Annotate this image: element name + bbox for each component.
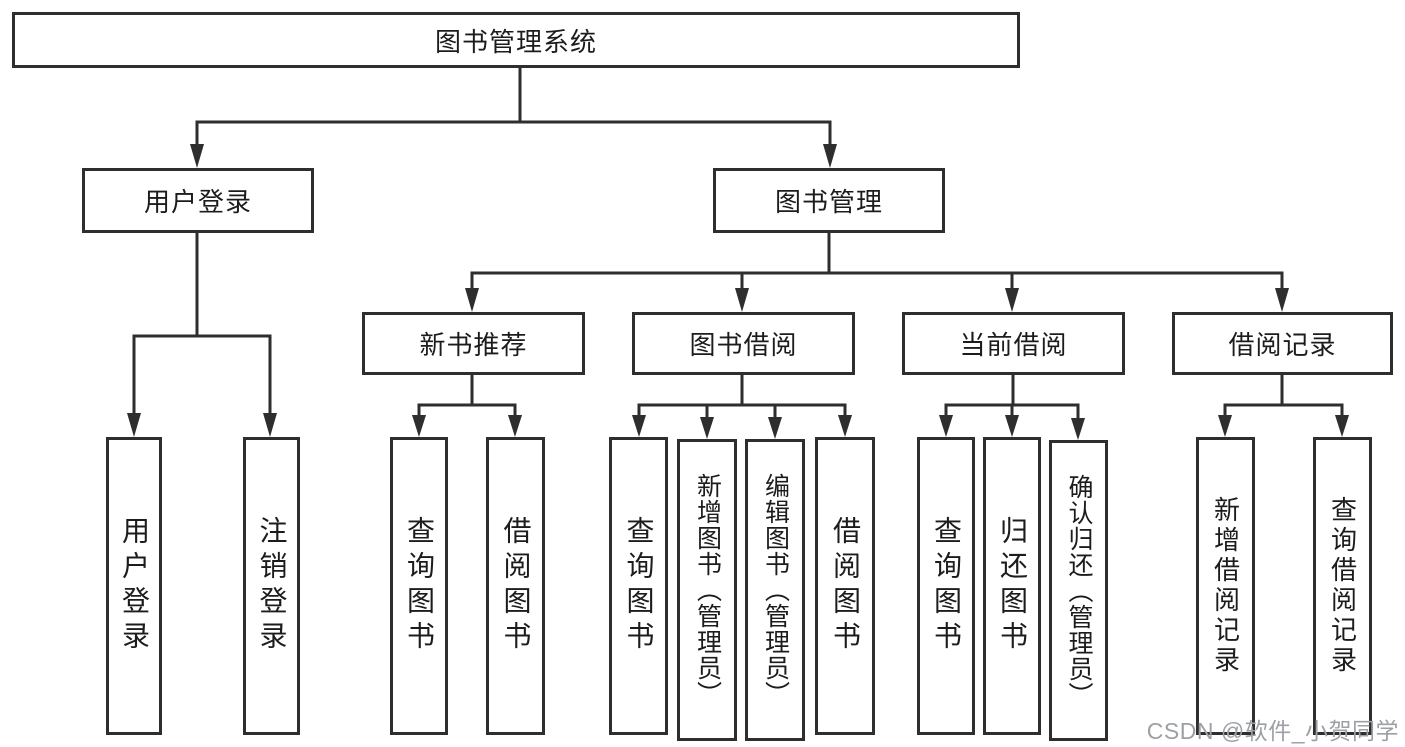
arrow-down-icon (190, 144, 204, 168)
leaf-current-return-books: 归还图书 (983, 437, 1041, 735)
leaf-newbook-query-books: 查询图书 (390, 437, 448, 735)
node-label: 新增借阅记录 (1210, 496, 1241, 676)
arrow-down-icon (823, 144, 837, 168)
arrow-down-icon (1005, 288, 1019, 312)
arrow-down-icon (1275, 288, 1289, 312)
arrow-down-icon (263, 413, 277, 437)
node-label: 查询图书 (931, 516, 962, 656)
node-label: 归还图书 (997, 516, 1028, 656)
arrow-down-icon (1335, 415, 1349, 437)
node-label: 编辑图书（管理员） (761, 473, 790, 707)
node-label: 新书推荐 (419, 330, 528, 360)
node-label: 查询图书 (404, 516, 435, 656)
arrow-down-icon (1071, 418, 1085, 440)
node-label: 借阅图书 (830, 516, 861, 656)
leaf-borrow-query-books: 查询图书 (609, 437, 668, 735)
csdn-watermark: CSDN @软件_小贺同学 (1146, 718, 1399, 744)
arrow-down-icon (412, 415, 426, 437)
node-label: 图书管理 (774, 187, 883, 217)
leaf-newbook-borrow-books: 借阅图书 (486, 437, 545, 735)
node-label: 新增图书（管理员） (693, 473, 722, 707)
leaf-borrow-add-books-admin: 新增图书（管理员） (677, 439, 737, 741)
arrow-down-icon (735, 288, 749, 312)
node-borrow-records: 借阅记录 (1172, 312, 1393, 375)
leaf-current-confirm-return-admin: 确认归还（管理员） (1049, 440, 1108, 741)
arrow-down-icon (508, 415, 522, 437)
leaf-borrow-edit-books-admin: 编辑图书（管理员） (745, 439, 805, 741)
arrow-down-icon (939, 415, 953, 437)
leaf-records-query-record: 查询借阅记录 (1313, 437, 1372, 735)
leaf-logout: 注销登录 (243, 437, 300, 735)
leaf-current-query-books: 查询图书 (917, 437, 975, 735)
node-label: 注销登录 (256, 516, 288, 656)
node-user-login: 用户登录 (82, 168, 314, 233)
node-new-book-recommend: 新书推荐 (362, 312, 585, 375)
arrow-down-icon (127, 413, 141, 437)
node-label: 图书借阅 (689, 330, 798, 360)
leaf-borrow-borrow-books: 借阅图书 (815, 437, 875, 735)
node-label: 借阅记录 (1228, 330, 1337, 360)
arrow-down-icon (1218, 415, 1232, 437)
node-label: 用户登录 (143, 187, 252, 217)
arrow-down-icon (1005, 415, 1019, 437)
node-label: 确认归还（管理员） (1065, 473, 1093, 708)
arrow-down-icon (700, 417, 714, 439)
node-root-system: 图书管理系统 (12, 12, 1020, 68)
arrow-down-icon (632, 415, 646, 437)
node-book-borrow: 图书借阅 (632, 312, 855, 375)
node-book-management: 图书管理 (713, 168, 945, 233)
node-label: 当前借阅 (959, 330, 1068, 360)
arrow-down-icon (838, 415, 852, 437)
node-label: 图书管理系统 (434, 26, 597, 57)
node-label: 查询借阅记录 (1327, 496, 1358, 676)
arrow-down-icon (768, 417, 782, 439)
leaf-user-login: 用户登录 (106, 437, 162, 735)
node-current-borrow: 当前借阅 (902, 312, 1125, 375)
node-label: 借阅图书 (500, 516, 532, 656)
node-label: 用户登录 (119, 516, 150, 656)
node-label: 查询图书 (623, 516, 655, 656)
arrow-down-icon (465, 288, 479, 312)
leaf-records-add-record: 新增借阅记录 (1196, 437, 1255, 735)
